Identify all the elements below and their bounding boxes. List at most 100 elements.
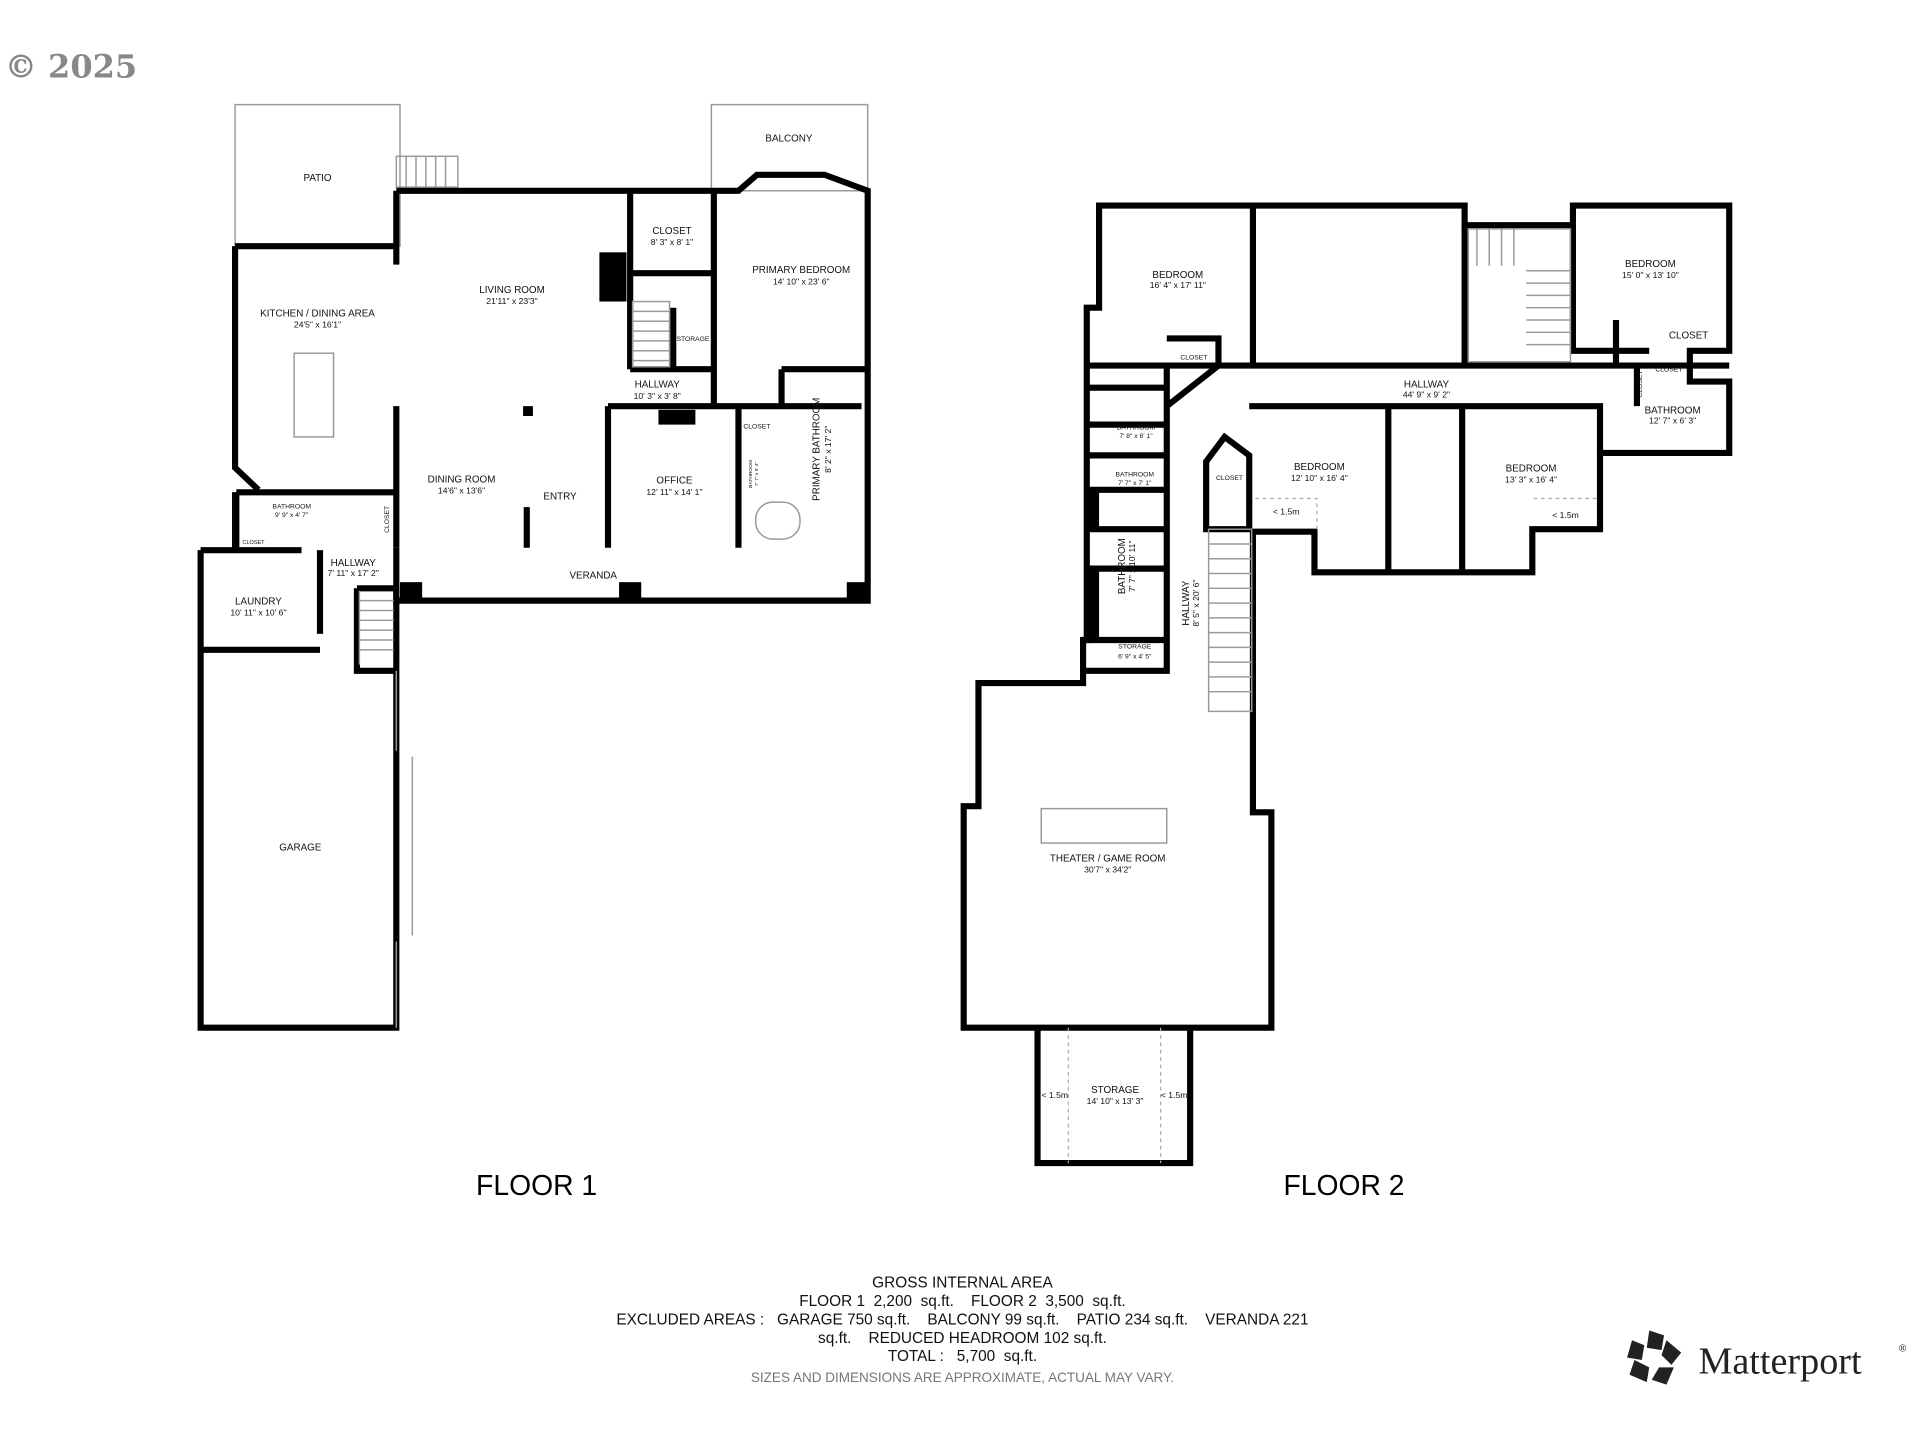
label: PRIMARY BATHROOM bbox=[812, 398, 823, 501]
bathroom-dims: 9' 9" x 4' 7" bbox=[275, 512, 309, 519]
floor-2-labels: BEDROOM 16' 4" x 17' 11" BEDROOM 15' 0" … bbox=[1041, 259, 1708, 1106]
bedroom-label: BEDROOM bbox=[1294, 462, 1345, 473]
kitchen-label: KITCHEN / DINING AREA bbox=[260, 308, 375, 319]
reduced-headroom-label: < 1.5m bbox=[1161, 1090, 1188, 1100]
summary-heading: GROSS INTERNAL AREA bbox=[872, 1274, 1053, 1291]
floor-1-service-walls bbox=[197, 489, 400, 1031]
floor-1-west-walls bbox=[232, 190, 400, 548]
bedroom-label: BEDROOM bbox=[1625, 259, 1676, 270]
fireplace bbox=[599, 252, 627, 302]
hallway-dims: 7' 11" x 17' 2" bbox=[328, 568, 379, 578]
reduced-headroom-label: < 1.5m bbox=[1273, 506, 1300, 516]
closet-label: CLOSET bbox=[1216, 475, 1243, 482]
bathroom-label: BATHROOM bbox=[1117, 425, 1156, 432]
closet-label: CLOSET bbox=[242, 540, 265, 546]
closet-label: CLOSET bbox=[1637, 370, 1644, 397]
office-dims: 12' 11" x 14' 1" bbox=[646, 487, 702, 497]
laundry-dims: 10' 11" x 10' 6" bbox=[230, 607, 286, 617]
label: BATHROOM bbox=[748, 460, 754, 488]
laundry-label: LAUNDRY bbox=[235, 596, 282, 607]
primary-bedroom-label: PRIMARY BEDROOM bbox=[752, 265, 850, 276]
disclaimer: SIZES AND DIMENSIONS ARE APPROXIMATE, AC… bbox=[751, 1370, 1174, 1385]
bathroom-dims: 7' 8" x 6' 1" bbox=[1119, 433, 1153, 440]
balcony-outline bbox=[710, 103, 869, 192]
veranda-post bbox=[400, 582, 423, 601]
closet-dims: 8' 3" x 8' 1" bbox=[651, 237, 693, 247]
hallway-dims: 44' 9" x 9' 2" bbox=[1403, 390, 1450, 400]
small-bathroom-label: BATHROOM 7' 7" x 5' 4" bbox=[748, 460, 760, 488]
bar-counter bbox=[1040, 807, 1168, 844]
closet-label: CLOSET bbox=[384, 506, 391, 533]
summary-total: TOTAL : 5,700 sq.ft. bbox=[888, 1348, 1037, 1365]
matterport-logo: Matterport ® bbox=[1627, 1330, 1907, 1385]
hall-stairs bbox=[358, 590, 394, 665]
floor-2-inner-walls bbox=[1083, 205, 1730, 674]
balcony-label: BALCONY bbox=[765, 134, 812, 145]
storage-label: STORAGE bbox=[1091, 1085, 1139, 1096]
dims: 7' 7" x 10' 11" bbox=[1127, 540, 1137, 591]
reduced-headroom-lines bbox=[1067, 1027, 1162, 1164]
bathroom-label: BATHROOM bbox=[1645, 406, 1701, 417]
reduced-headroom-label: < 1.5m bbox=[1041, 1090, 1068, 1100]
living-room-label: LIVING ROOM bbox=[479, 285, 545, 296]
closet-label: CLOSET bbox=[1669, 330, 1708, 341]
dims: 8' 5" x 20' 6" bbox=[1191, 579, 1201, 626]
hallway-dims: 10' 3" x 3' 8" bbox=[634, 391, 681, 401]
dims: 8' 2" x 17' 2" bbox=[823, 426, 833, 473]
label: BATHROOM bbox=[1117, 538, 1128, 594]
veranda-label: VERANDA bbox=[569, 570, 617, 581]
summary-floors: FLOOR 1 2,200 sq.ft. FLOOR 2 3,500 sq.ft… bbox=[799, 1293, 1125, 1310]
floor-1-plan: PATIO BALCONY CLOSET 8' 3" x 8' 1" PRIMA… bbox=[197, 103, 871, 1201]
floor-2-title: FLOOR 2 bbox=[1283, 1169, 1404, 1201]
veranda-post bbox=[619, 582, 642, 601]
office-label: OFFICE bbox=[656, 476, 692, 487]
reduced-headroom-lines bbox=[1255, 497, 1598, 530]
reduced-headroom-label: < 1.5m bbox=[1552, 510, 1579, 520]
closet-label: CLOSET bbox=[1655, 367, 1682, 374]
wall-block bbox=[1086, 568, 1100, 640]
patio-stairs bbox=[395, 155, 459, 188]
hallway-label: HALLWAY bbox=[331, 558, 377, 569]
brand-name: Matterport bbox=[1698, 1341, 1862, 1383]
floor-1-title: FLOOR 1 bbox=[476, 1169, 597, 1201]
storage-label: STORAGE bbox=[676, 336, 709, 343]
registered-mark: ® bbox=[1899, 1343, 1907, 1354]
copyright: © 2025 bbox=[5, 48, 137, 86]
summary-excluded: EXCLUDED AREAS : GARAGE 750 sq.ft. BALCO… bbox=[616, 1311, 1308, 1328]
floor-2-plan: BEDROOM 16' 4" x 17' 11" BEDROOM 15' 0" … bbox=[960, 202, 1733, 1201]
hallway-label: HALLWAY 8' 5" x 20' 6" bbox=[1181, 579, 1201, 626]
floor-2-outer-wall bbox=[960, 202, 1733, 1031]
summary-excluded-cont: sq.ft. REDUCED HEADROOM 102 sq.ft. bbox=[818, 1330, 1107, 1347]
bedroom-label: BEDROOM bbox=[1152, 270, 1203, 281]
storage-dims: 14' 10" x 13' 3" bbox=[1087, 1096, 1144, 1106]
primary-bedroom-dims: 14' 10" x 23' 6" bbox=[773, 276, 830, 286]
entry-label: ENTRY bbox=[543, 492, 577, 503]
storage-dims: 6' 9" x 4' 5" bbox=[1118, 653, 1152, 660]
bathtub bbox=[754, 501, 801, 540]
area-summary: GROSS INTERNAL AREA FLOOR 1 2,200 sq.ft.… bbox=[616, 1274, 1308, 1385]
floor-1-outer-wall bbox=[393, 171, 871, 604]
theater-label: THEATER / GAME ROOM bbox=[1050, 854, 1166, 865]
primary-bathroom-label: PRIMARY BATHROOM 8' 2" x 17' 2" bbox=[812, 398, 833, 501]
bathroom-label: BATHROOM bbox=[272, 503, 311, 510]
storage-label: STORAGE bbox=[1118, 644, 1151, 651]
garage-label: GARAGE bbox=[279, 842, 321, 853]
closet-label: CLOSET bbox=[743, 423, 770, 430]
bathroom-dims: 12' 7" x 6' 3" bbox=[1649, 415, 1696, 425]
kitchen-dims: 24'5" x 16'1" bbox=[294, 319, 341, 329]
living-room-dims: 21'11" x 23'3" bbox=[486, 296, 537, 306]
floor-1-inner-walls bbox=[604, 190, 868, 548]
bathroom-label: BATHROOM 7' 7" x 10' 11" bbox=[1117, 538, 1137, 594]
dims: 7' 7" x 5' 4" bbox=[754, 462, 760, 486]
main-stairs bbox=[631, 300, 671, 368]
storage-walls bbox=[1034, 1027, 1194, 1167]
theater-dims: 30'7" x 34'2" bbox=[1084, 865, 1131, 875]
hallway-label: HALLWAY bbox=[1404, 380, 1450, 391]
bathroom-label: BATHROOM bbox=[1116, 471, 1155, 478]
dining-room-dims: 14'6" x 13'6" bbox=[438, 486, 485, 496]
bedroom-dims: 12' 10" x 16' 4" bbox=[1291, 473, 1348, 483]
floor-1-labels: PATIO BALCONY CLOSET 8' 3" x 8' 1" PRIMA… bbox=[230, 134, 850, 854]
patio-label: PATIO bbox=[304, 173, 332, 184]
bathroom-dims: 7' 7" x 7' 1" bbox=[1118, 480, 1152, 487]
